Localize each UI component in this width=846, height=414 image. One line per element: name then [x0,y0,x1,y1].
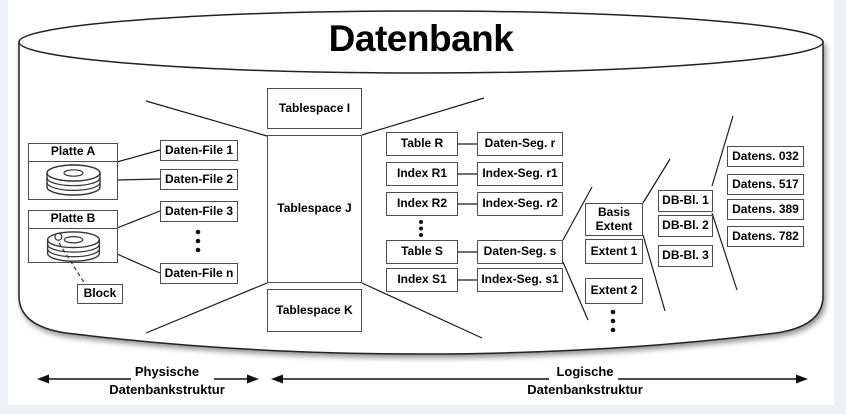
daten-seg-s-label: Daten-Seg. s [483,244,557,259]
file-tablespace-fan [145,100,268,334]
segment-extent-fan [562,186,593,321]
daten-file-2-label: Daten-File 2 [164,171,233,186]
extent-2-label: Extent 2 [590,283,638,298]
box-db-block-1: DB-Bl. 1 [658,190,713,212]
disk-platte-a-label: Platte A [29,144,117,162]
tablespace-k-label: Tablespace K [276,302,353,317]
extent-1-label: Extent 1 [590,243,638,258]
legend-physical-line2: Datenbankstruktur [109,382,225,397]
cylinder-top-ellipse [18,10,824,74]
box-index-seg-s1: Index-Seg. s1 [477,268,563,292]
disk-platte-b-label: Platte B [29,211,117,229]
index-r2-label: Index R2 [396,196,447,211]
disk-icon-with-block-marker [46,231,100,262]
legend-physical-line1: Physische [134,364,200,379]
box-index-s1: Index S1 [386,268,458,292]
box-extent-1: Extent 1 [585,239,643,264]
block-marker-icon [53,232,62,241]
box-daten-file-1: Daten-File 1 [160,140,238,161]
box-daten-seg-r: Daten-Seg. r [477,132,563,156]
vertical-ellipsis-icon [195,229,201,253]
page-margin-right [834,0,846,414]
index-r1-label: Index R1 [396,166,447,181]
record-782-label: Datens. 782 [732,228,799,243]
index-s1-label: Index S1 [397,272,447,287]
box-block: Block [77,284,123,304]
box-tablespace-i: Tablespace I [267,88,362,129]
record-032-label: Datens. 032 [732,148,799,163]
box-basis-extent: Basis Extent [585,203,643,236]
daten-file-n-label: Daten-File n [164,265,234,280]
record-389-label: Datens. 389 [732,201,799,216]
tablespace-j-label: Tablespace J [277,201,352,216]
disk-platte-a: Platte A [28,143,118,200]
legend-logical-line1: Logische [556,364,614,379]
disk-icon [45,164,101,196]
vertical-ellipsis-icon [419,220,423,237]
box-db-block-3: DB-Bl. 3 [658,245,713,267]
db-block-1-label: DB-Bl. 1 [662,193,709,208]
table-s-label: Table S [401,244,443,259]
index-seg-r1-label: Index-Seg. r1 [482,166,558,181]
box-index-seg-r2: Index-Seg. r2 [477,192,563,216]
index-seg-r2-label: Index-Seg. r2 [482,196,558,211]
box-index-r1: Index R1 [386,162,458,186]
table-r-label: Table R [400,136,444,151]
box-db-block-2: DB-Bl. 2 [658,215,713,237]
box-extent-2: Extent 2 [585,278,643,304]
box-block-label: Block [83,286,117,301]
index-seg-s1-label: Index-Seg. s1 [481,272,559,287]
disk-file-connectors [116,149,161,274]
daten-file-1-label: Daten-File 1 [164,142,233,157]
extent-block-fan [642,158,671,312]
page-margin-left [0,0,8,414]
block-record-fan [711,115,738,291]
box-tablespace-k: Tablespace K [267,289,362,332]
daten-seg-r-label: Daten-Seg. r [484,136,556,151]
legend-logical-line2: Datenbankstruktur [527,382,643,397]
db-block-3-label: DB-Bl. 3 [662,248,709,263]
vertical-ellipsis-icon [610,309,616,333]
box-record-517: Datens. 517 [727,174,804,195]
db-block-2-label: DB-Bl. 2 [662,218,709,233]
daten-file-3-label: Daten-File 3 [164,203,233,218]
disk-platte-b: Platte B [28,210,118,263]
box-table-r: Table R [386,132,458,156]
tablespace-segment-fan [361,97,485,339]
box-table-s: Table S [386,240,458,264]
box-tablespace-j: Tablespace J [267,135,362,283]
box-record-782: Datens. 782 [727,226,804,247]
box-daten-seg-s: Daten-Seg. s [477,240,563,264]
diagram-title: Datenbank [328,18,514,59]
page-margin-bottom [0,405,846,414]
basis-extent-line2: Extent [595,218,633,233]
object-segment-connectors [458,143,477,281]
box-daten-file-2: Daten-File 2 [160,169,238,190]
physical-structure-arrow [37,374,259,384]
box-index-r2: Index R2 [386,192,458,216]
box-daten-file-n: Daten-File n [160,263,238,284]
box-daten-file-3: Daten-File 3 [160,201,238,222]
record-517-label: Datens. 517 [732,176,799,191]
box-record-389: Datens. 389 [727,199,804,220]
tablespace-i-label: Tablespace I [278,100,351,115]
basis-extent-line1: Basis [597,204,631,219]
logical-structure-arrow [271,374,808,384]
box-record-032: Datens. 032 [727,146,804,167]
box-index-seg-r1: Index-Seg. r1 [477,162,563,186]
